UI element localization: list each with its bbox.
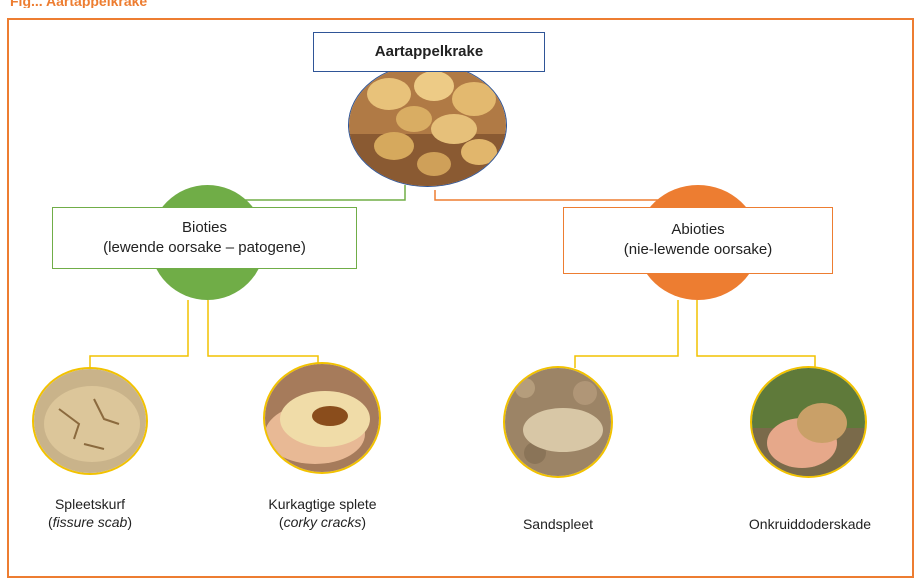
abiotic-box: Abioties (nie-lewende oorsake) — [563, 207, 833, 274]
connector-abiotic-leaf-4 — [697, 300, 815, 368]
connector-abiotic-leaf-3 — [575, 300, 678, 368]
herbicide-damage-photo — [750, 366, 867, 478]
leaf-4-name: Onkruiddoderskade — [725, 515, 895, 533]
leaf-1-name: Spleetskurf — [30, 495, 150, 513]
leaf-label-4: Onkruiddoderskade — [725, 515, 895, 533]
connector-biotic-leaf-1 — [90, 300, 188, 370]
leaf-1-sub: (fissure scab) — [30, 513, 150, 531]
root-label-box: Aartappelkrake — [313, 32, 545, 72]
leaf-label-2: Kurkagtige splete (corky cracks) — [240, 495, 405, 531]
leaf-label-3: Sandspleet — [503, 515, 613, 533]
abiotic-subtitle: (nie-lewende oorsake) — [564, 240, 832, 260]
leaf-label-1: Spleetskurf (fissure scab) — [30, 495, 150, 531]
leaf-3-name: Sandspleet — [503, 515, 613, 533]
abiotic-title: Abioties — [564, 220, 832, 240]
biotic-subtitle: (lewende oorsake – patogene) — [53, 238, 356, 258]
connector-biotic-leaf-2 — [208, 300, 318, 365]
fissure-scab-photo — [32, 367, 148, 475]
sand-crack-photo — [503, 366, 613, 478]
biotic-title: Bioties — [53, 218, 356, 238]
biotic-box: Bioties (lewende oorsake – patogene) — [52, 207, 357, 269]
leaf-2-sub: (corky cracks) — [240, 513, 405, 531]
root-label: Aartappelkrake — [375, 43, 483, 60]
corky-cracks-photo — [263, 362, 381, 474]
leaf-2-name: Kurkagtige splete — [240, 495, 405, 513]
root-potato-photo — [348, 63, 507, 187]
